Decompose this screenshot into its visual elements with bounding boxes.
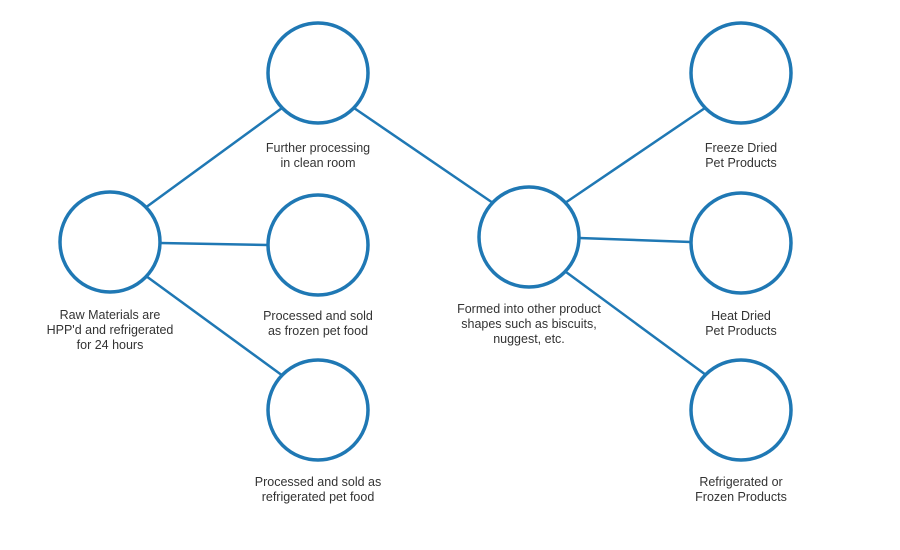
label-line: Raw Materials are [40, 308, 180, 323]
label-line: refrigerated pet food [238, 490, 398, 505]
label-line: Freeze Dried [681, 141, 801, 156]
connector-raw-frozen [160, 243, 268, 245]
node-raw-materials [60, 192, 160, 292]
label-line: Formed into other product [449, 302, 609, 317]
node-refrigerated-frozen-products [691, 360, 792, 460]
node-heat-dried [691, 193, 791, 293]
label-line: Heat Dried [681, 309, 801, 324]
label-line: Frozen Products [681, 490, 801, 505]
label-line: for 24 hours [40, 338, 180, 353]
connector-formed-heatdried [579, 238, 691, 242]
node-formed-products [479, 187, 579, 287]
label-line: Refrigerated or [681, 475, 801, 490]
label-refrigerated-pet-food: Processed and sold as refrigerated pet f… [238, 475, 398, 505]
label-heat-dried: Heat Dried Pet Products [681, 309, 801, 339]
label-line: nuggest, etc. [449, 332, 609, 347]
node-frozen-pet-food [268, 195, 368, 295]
label-freeze-dried: Freeze Dried Pet Products [681, 141, 801, 171]
node-clean-room [268, 23, 368, 123]
label-raw-materials: Raw Materials are HPP'd and refrigerated… [40, 308, 180, 353]
label-formed-products: Formed into other product shapes such as… [449, 302, 609, 347]
node-refrigerated-pet-food [268, 360, 368, 460]
node-freeze-dried [691, 23, 791, 123]
label-line: Processed and sold as [238, 475, 398, 490]
label-line: Pet Products [681, 156, 801, 171]
label-line: as frozen pet food [248, 324, 388, 339]
label-line: in clean room [248, 156, 388, 171]
label-line: Further processing [248, 141, 388, 156]
label-line: shapes such as biscuits, [449, 317, 609, 332]
label-line: HPP'd and refrigerated [40, 323, 180, 338]
connectors [145, 108, 706, 376]
label-line: Processed and sold [248, 309, 388, 324]
label-frozen-pet-food: Processed and sold as frozen pet food [248, 309, 388, 339]
label-line: Pet Products [681, 324, 801, 339]
label-clean-room: Further processing in clean room [248, 141, 388, 171]
label-refrigerated-frozen-products: Refrigerated or Frozen Products [681, 475, 801, 505]
